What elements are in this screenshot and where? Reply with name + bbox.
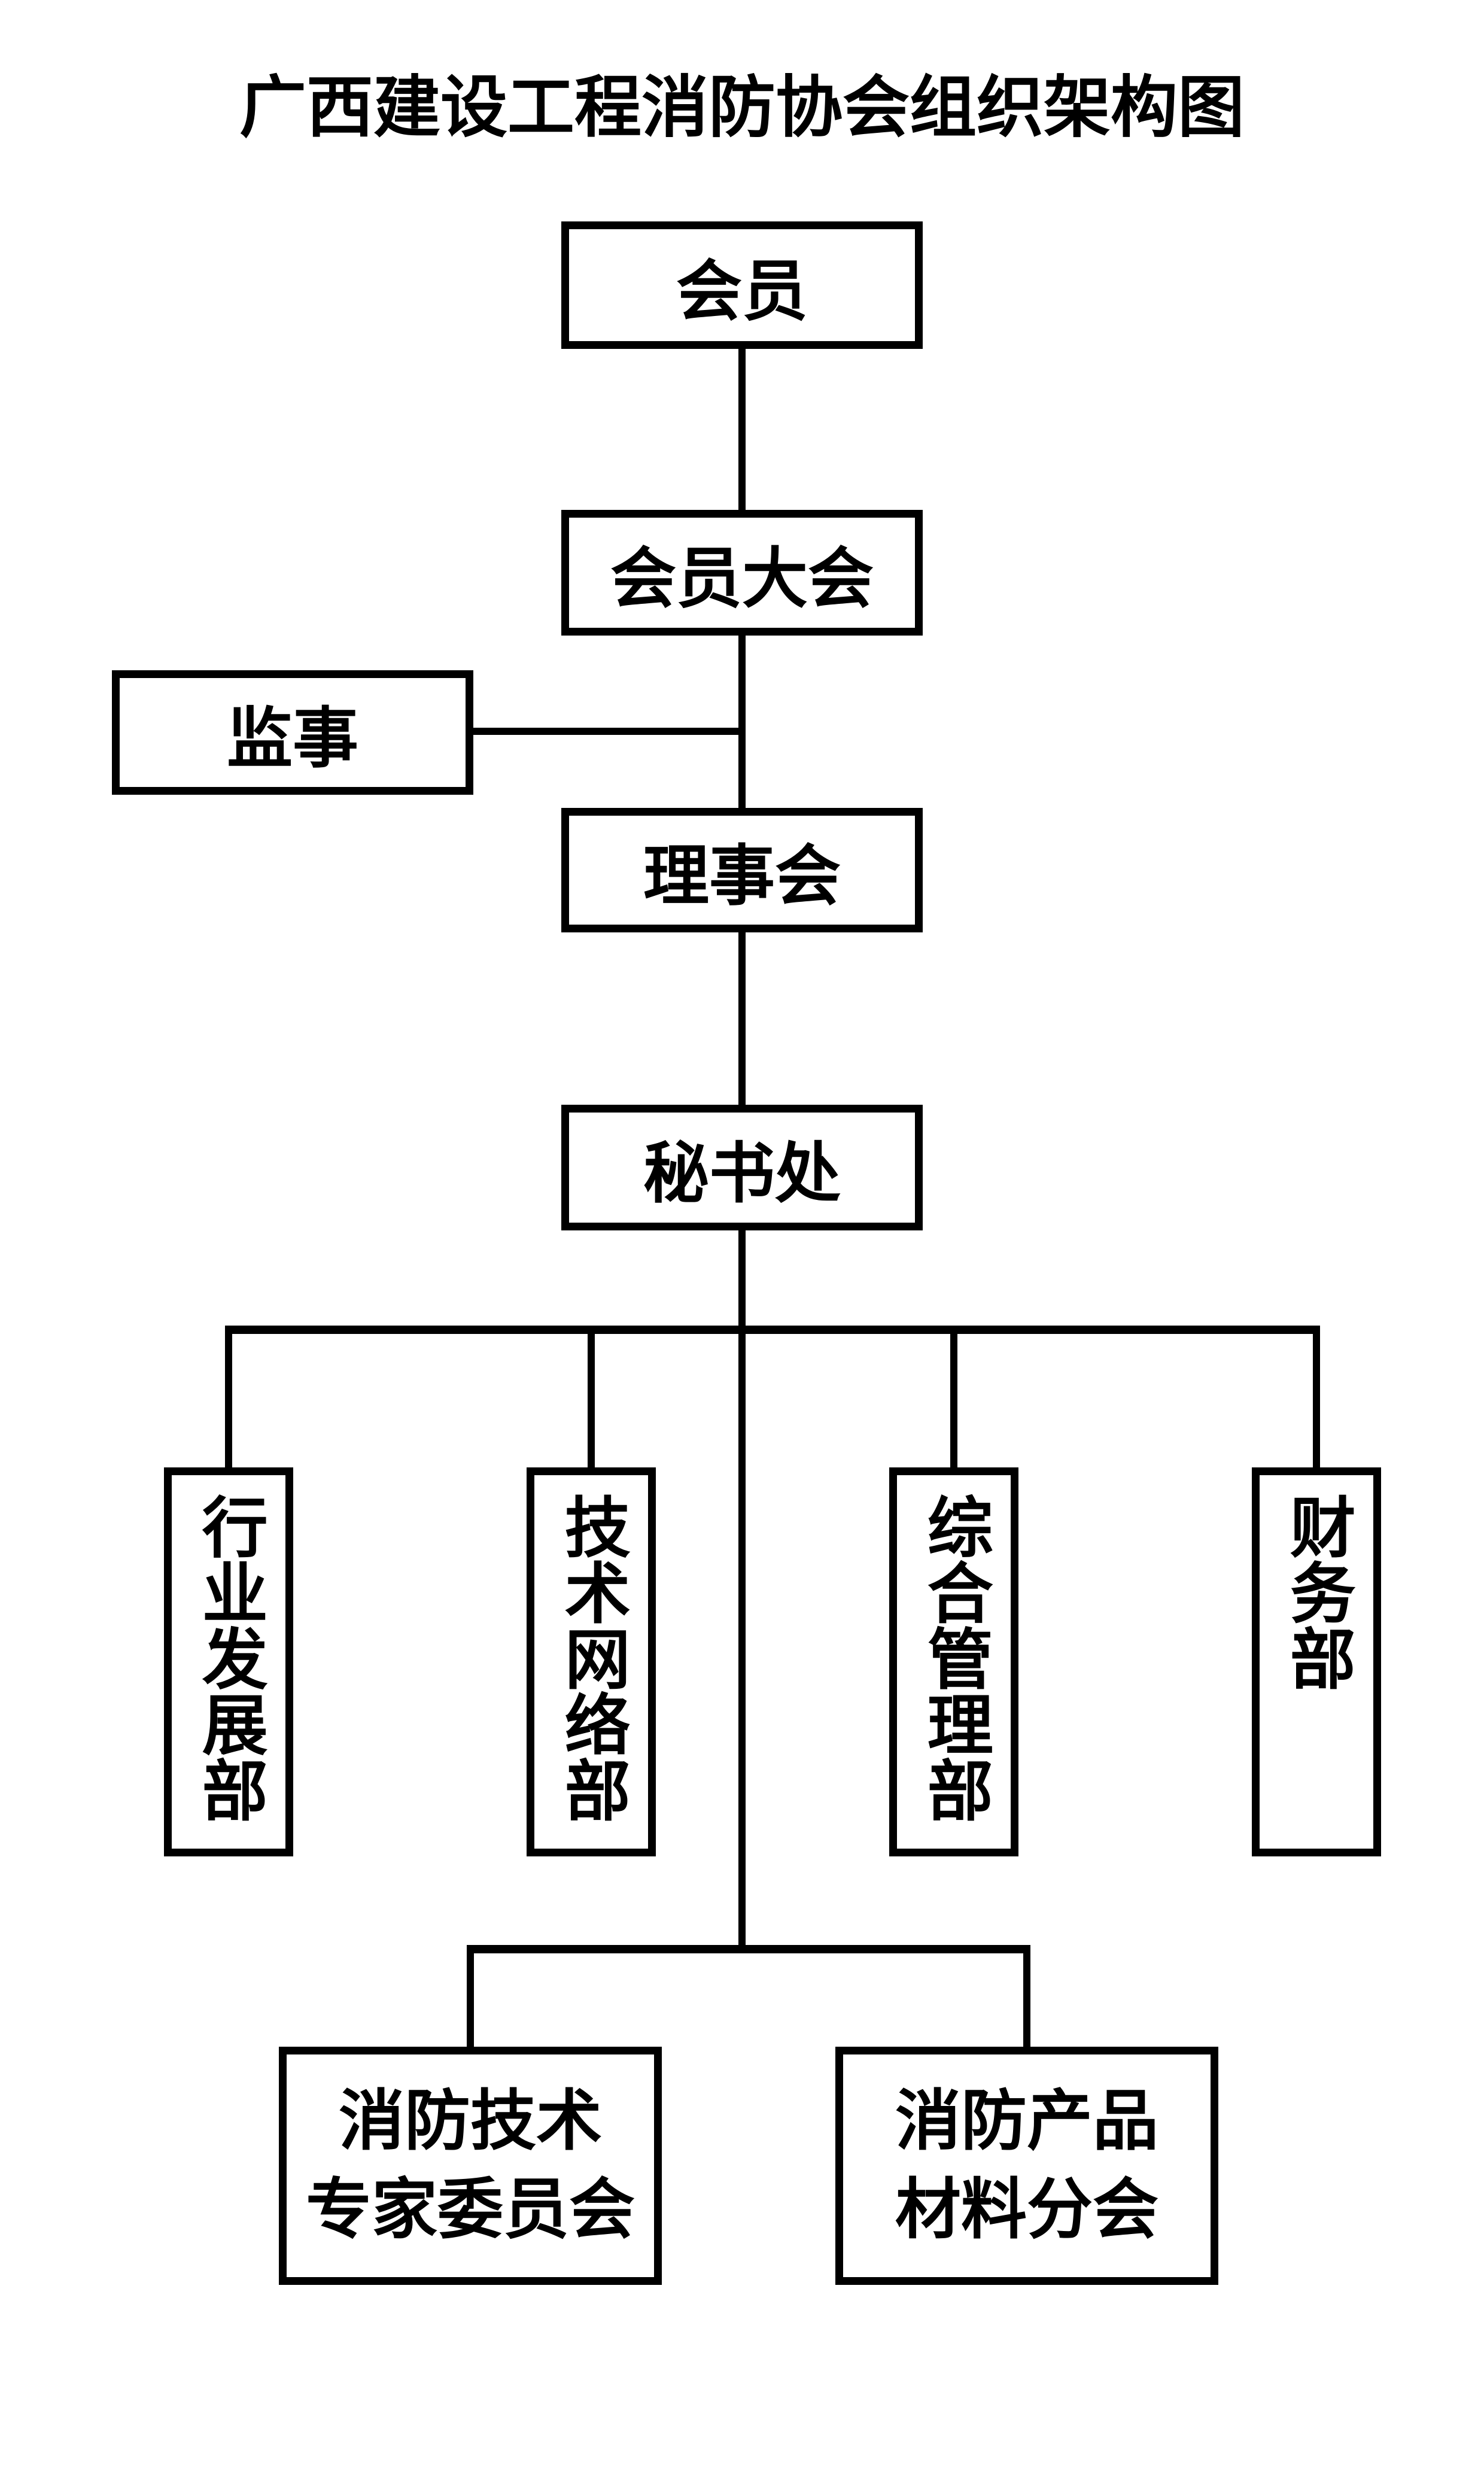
node-finance-label: 财务部 [1279,1493,1354,1691]
edge-branches-rail [467,1945,1030,1953]
node-council: 理事会 [561,808,923,932]
edge-secretariat-spine [738,1230,746,1953]
node-tech-network-label: 技术网络部 [554,1493,628,1822]
edge-drop-industry-dev [225,1334,232,1467]
node-members: 会员 [561,221,923,349]
edge-drop-general-mgmt [950,1334,957,1467]
node-supervisors-label: 监事 [227,702,358,776]
node-products-branch-label: 消防产品 材料分会 [895,2084,1158,2247]
edge-drop-finance [1313,1334,1320,1467]
node-tech-network: 技术网络部 [527,1467,656,1856]
node-expert-committee-label: 消防技术 专家委员会 [306,2084,635,2247]
node-secretariat: 秘书处 [561,1105,923,1230]
edge-members-assembly [738,349,746,510]
node-secretariat-label: 秘书处 [643,1137,841,1211]
edge-drop-products-branch [1023,1953,1030,2047]
edge-drop-expert-committee [467,1953,474,2047]
edge-supervisors-connector [473,728,742,735]
node-expert-committee: 消防技术 专家委员会 [279,2047,662,2285]
node-products-branch: 消防产品 材料分会 [835,2047,1218,2285]
edge-departments-rail [225,1326,1320,1334]
node-assembly-label: 会员大会 [610,542,874,616]
node-members-label: 会员 [676,254,808,329]
edge-council-secretariat [738,932,746,1105]
node-general-mgmt: 综合管理部 [889,1467,1018,1856]
node-general-mgmt-label: 综合管理部 [917,1493,991,1822]
node-industry-dev: 行业发展部 [164,1467,293,1856]
node-council-label: 理事会 [643,840,841,913]
node-finance: 财务部 [1252,1467,1381,1856]
node-industry-dev-label: 行业发展部 [191,1493,266,1822]
node-assembly: 会员大会 [561,510,923,636]
page-title: 广西建设工程消防协会组织架构图 [239,70,1245,145]
node-supervisors: 监事 [112,670,473,795]
edge-drop-tech-network [588,1334,595,1467]
edge-assembly-council [738,636,746,808]
